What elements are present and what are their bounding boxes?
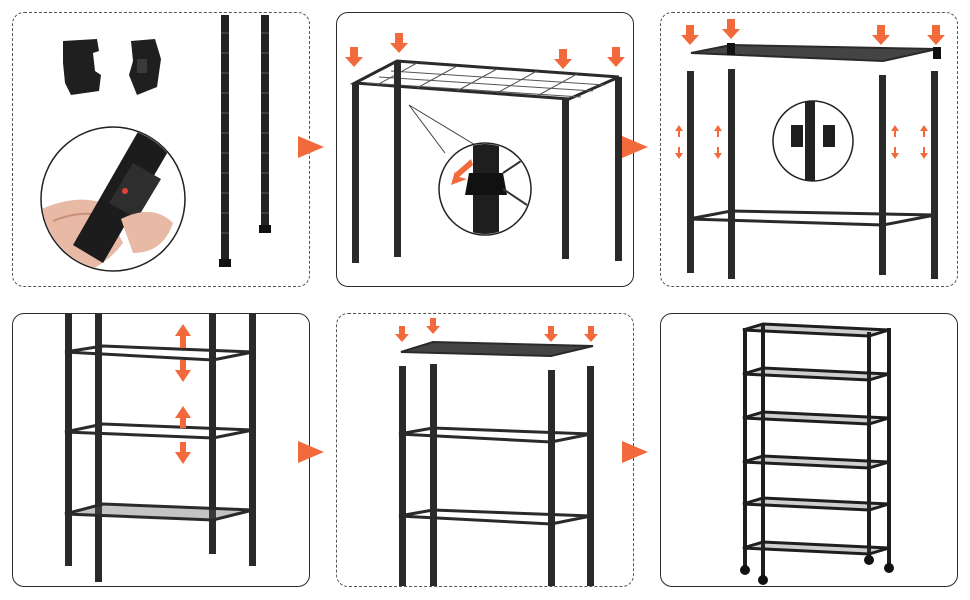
next-step-arrow-icon xyxy=(298,136,324,158)
down-arrow-icon xyxy=(175,360,191,382)
next-step-arrow-icon xyxy=(298,441,324,463)
step-1-illustration xyxy=(40,15,271,272)
step-3-panel xyxy=(660,12,958,287)
next-step-arrow-icon xyxy=(622,441,648,463)
step-3-illustration xyxy=(675,19,945,279)
down-arrow-icon xyxy=(175,442,191,464)
step-2-panel xyxy=(336,12,634,287)
step-5-panel xyxy=(336,313,634,587)
step-5-illustration xyxy=(395,318,598,586)
step-6-panel xyxy=(660,313,958,587)
down-arrow-icon xyxy=(681,19,945,45)
down-arrow-icon xyxy=(395,318,598,342)
step-6-illustration xyxy=(740,322,894,585)
up-arrow-icon xyxy=(175,406,191,428)
hand-icon xyxy=(40,126,186,272)
step-1-panel xyxy=(12,12,310,287)
step-2-illustration xyxy=(345,33,625,263)
step-4-panel xyxy=(12,313,310,587)
clip-icon xyxy=(63,39,161,95)
caster-wheel-icon xyxy=(740,555,894,585)
step-4-illustration xyxy=(64,314,256,582)
down-arrow-icon xyxy=(345,33,625,69)
magnifier-icon xyxy=(438,142,532,236)
next-step-arrow-icon xyxy=(622,136,648,158)
up-down-arrow-icon xyxy=(675,125,928,159)
clip-icon xyxy=(772,100,854,182)
pole-icon xyxy=(219,15,271,267)
up-arrow-icon xyxy=(175,324,191,348)
